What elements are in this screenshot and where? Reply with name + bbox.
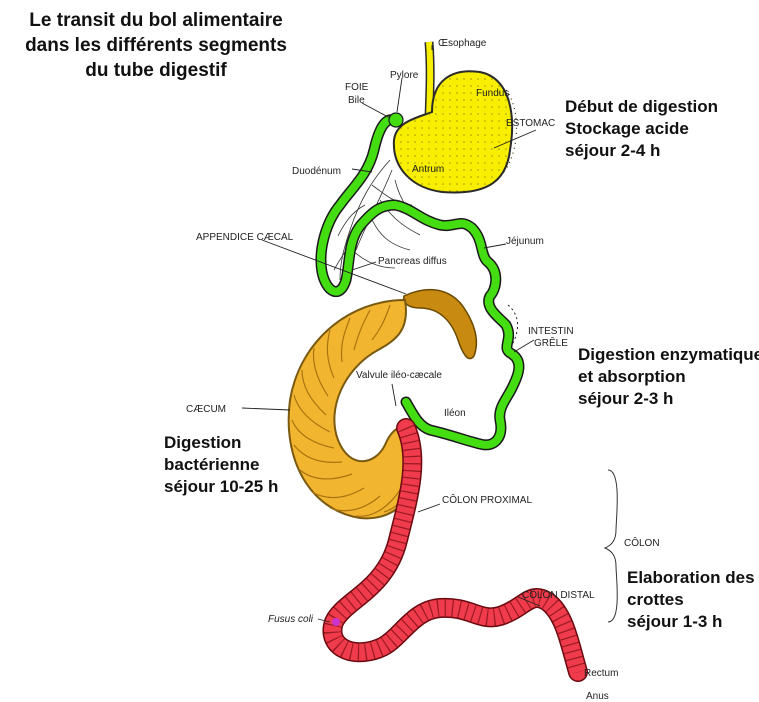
label-pancreas: Pancreas diffus <box>378 256 447 267</box>
stage-caecum-line-3: séjour 10-25 h <box>164 476 278 498</box>
stage-colon-line-1: Elaboration des <box>627 567 755 589</box>
label-intestin: INTESTIN <box>528 326 574 337</box>
label-rectum: Rectum <box>584 668 618 679</box>
stage-colon-line-2: crottes <box>627 589 755 611</box>
label-estomac: ESTOMAC <box>506 118 555 129</box>
label-colon-proximal: CÔLON PROXIMAL <box>442 493 532 506</box>
stage-colon: Elaboration des crottes séjour 1-3 h <box>627 567 755 633</box>
stage-small-intestine-line-3: séjour 2-3 h <box>578 388 759 410</box>
caecum-outline <box>289 300 419 518</box>
fusus-coli-marker <box>332 618 340 626</box>
label-foie: FOIE <box>345 82 369 93</box>
stage-stomach-line-3: séjour 2-4 h <box>565 140 718 162</box>
stage-small-intestine-line-2: et absorption <box>578 366 759 388</box>
pylorus <box>389 113 403 127</box>
label-jejunum: Jéjunum <box>506 236 544 247</box>
label-colon-distal: CÔLON DISTAL <box>522 588 595 601</box>
label-valvule: Valvule iléo-cæcale <box>356 370 442 381</box>
label-appendice: APPENDICE CÆCAL <box>196 232 294 243</box>
stage-caecum-line-1: Digestion <box>164 432 278 454</box>
label-fusus-coli: Fusus coli <box>268 614 314 625</box>
colon-bracket <box>605 470 617 622</box>
label-caecum: CÆCUM <box>186 404 226 415</box>
stage-caecum: Digestion bactérienne séjour 10-25 h <box>164 432 278 498</box>
stage-caecum-line-2: bactérienne <box>164 454 278 476</box>
stage-stomach-line-1: Début de digestion <box>565 96 718 118</box>
label-grele: GRÊLE <box>534 336 568 349</box>
stage-stomach: Début de digestion Stockage acide séjour… <box>565 96 718 162</box>
oesophagus-fill <box>429 42 430 118</box>
stage-colon-line-3: séjour 1-3 h <box>627 611 755 633</box>
stage-small-intestine-line-1: Digestion enzymatique <box>578 344 759 366</box>
label-bile: Bile <box>348 95 365 106</box>
label-ileon: Iléon <box>444 408 466 419</box>
label-duodenum: Duodénum <box>292 166 341 177</box>
label-antrum: Antrum <box>412 164 444 175</box>
label-colon: CÔLON <box>624 536 660 549</box>
stage-small-intestine: Digestion enzymatique et absorption séjo… <box>578 344 759 410</box>
appendix <box>404 290 477 359</box>
label-oesophage: Œsophage <box>438 38 487 49</box>
label-pylore: Pylore <box>390 70 419 81</box>
label-fundus: Fundus <box>476 88 509 99</box>
label-anus: Anus <box>586 691 609 702</box>
stage-stomach-line-2: Stockage acide <box>565 118 718 140</box>
